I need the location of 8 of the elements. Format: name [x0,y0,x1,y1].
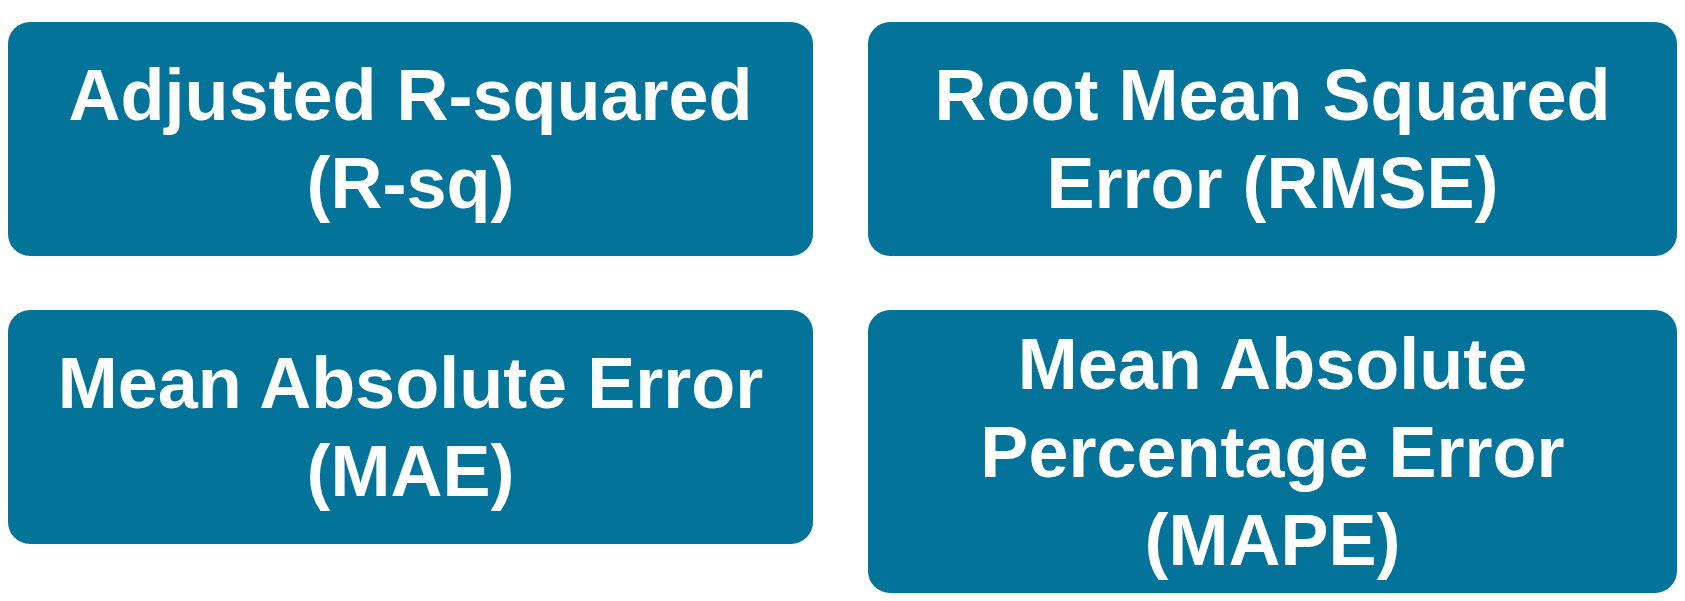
metric-box [868,310,1677,593]
metric-name: Mean Absolute Percentage Error (MAPE) [979,322,1566,582]
metric-box [868,22,1677,256]
metric-name: Mean Absolute Error (MAE) [56,342,765,513]
metric-name: Adjusted R-squared (R-sq) [67,54,754,225]
metric-box [8,22,813,256]
metric-box [8,310,813,544]
metric-name: Root Mean Squared Error (RMSE) [933,54,1612,225]
